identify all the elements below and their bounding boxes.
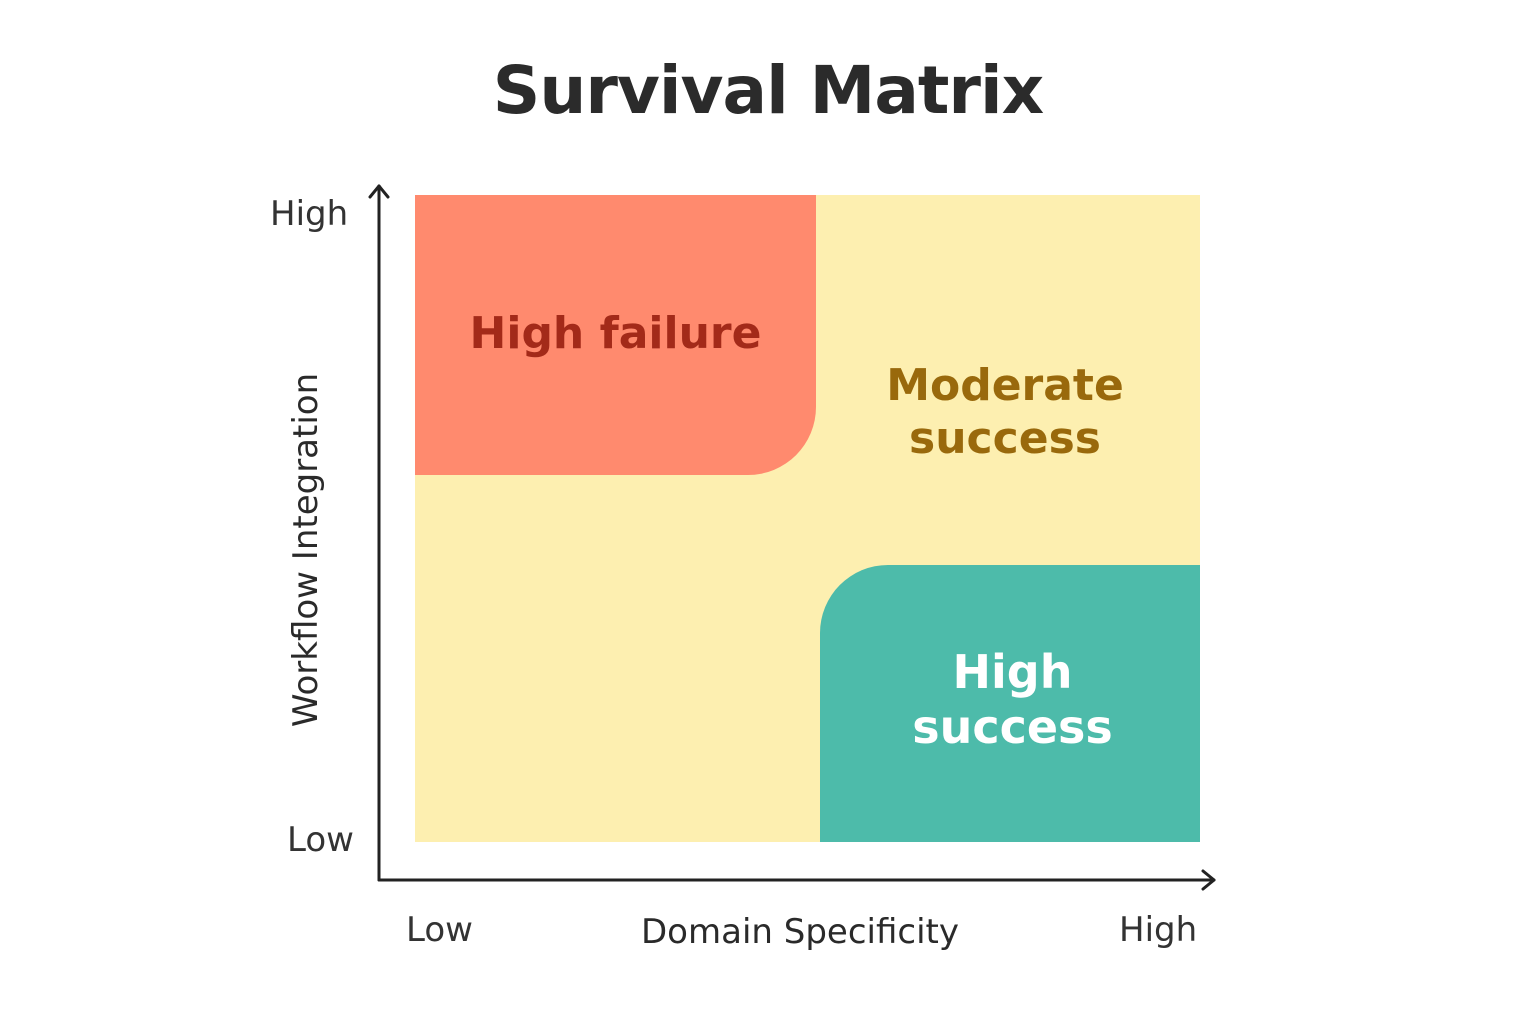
x-axis-arrow-icon — [1201, 869, 1216, 891]
label-high-success: High success — [820, 645, 1205, 755]
quadrant-high-success — [820, 565, 1200, 842]
diagram-title: Survival Matrix — [492, 52, 1044, 129]
x-axis-label: Domain Specificity — [641, 912, 959, 952]
label-high-failure: High failure — [469, 308, 762, 359]
label-moderate-line1: Moderate — [886, 360, 1124, 411]
label-high-success-line1: High — [952, 645, 1073, 699]
label-high-success-line2: success — [912, 700, 1113, 755]
quadrant-high-failure — [415, 195, 816, 475]
y-axis-arrow-icon — [368, 184, 390, 199]
y-axis-label: Workflow Integration — [286, 372, 326, 728]
x-tick-high: High — [1119, 910, 1198, 950]
label-moderate-success: Moderate success — [860, 360, 1150, 466]
y-tick-high: High — [270, 194, 349, 234]
label-moderate-line2: success — [909, 412, 1101, 464]
x-tick-low: Low — [406, 910, 473, 950]
y-tick-low: Low — [287, 820, 354, 860]
